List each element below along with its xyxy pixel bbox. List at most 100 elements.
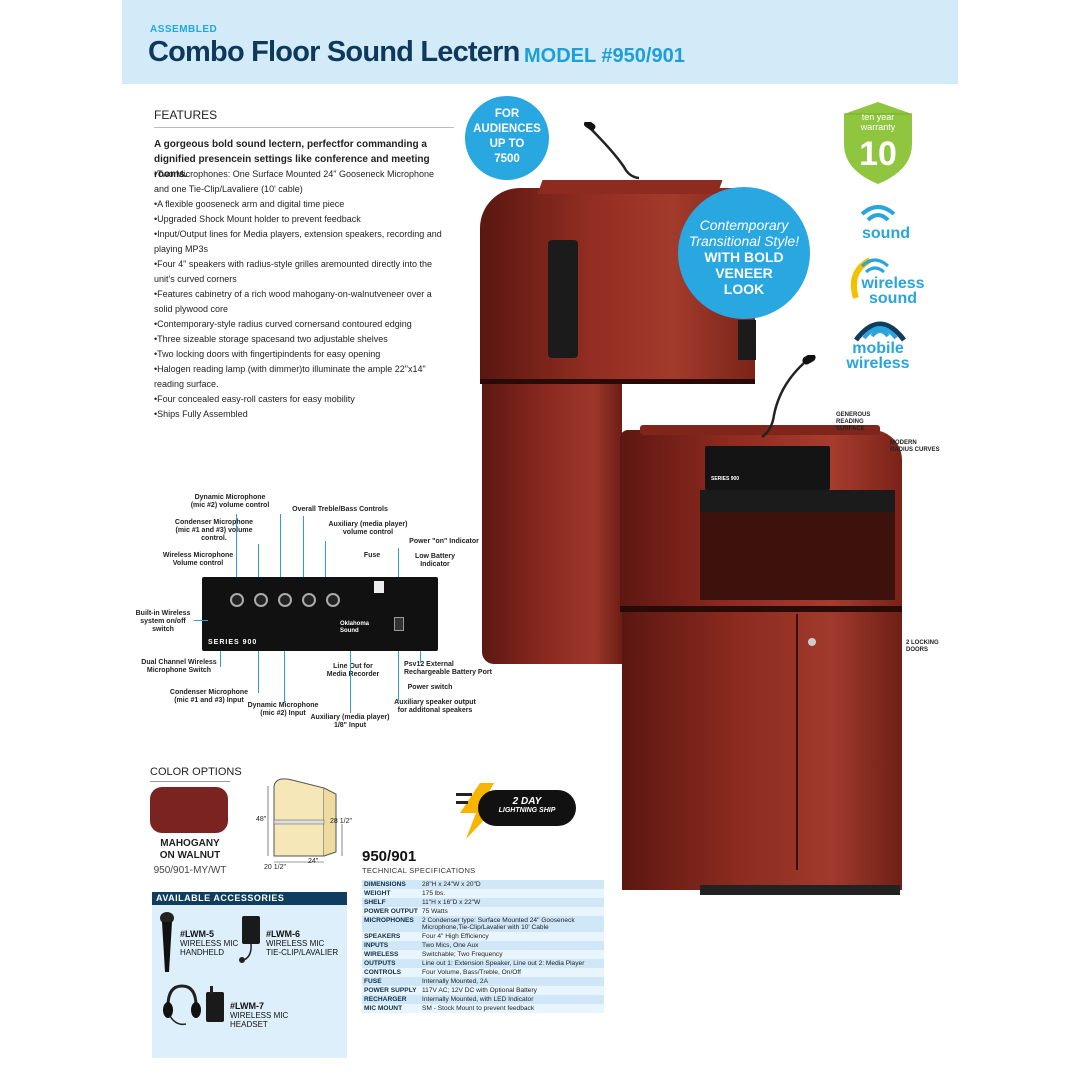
callout-dyn-vol: Dynamic Microphone(mic #2) volume contro…	[190, 494, 270, 509]
feature-item: A flexible gooseneck arm and digital tim…	[154, 197, 444, 212]
wireless-volume-knob	[230, 593, 244, 607]
lectern-front-base	[622, 612, 902, 890]
control-panel-diagram: Oklahoma Sound SERIES 900	[202, 577, 438, 651]
style-badge: Contemporary Transitional Style! WITH BO…	[678, 187, 810, 319]
gooseneck-mic-icon	[583, 120, 644, 182]
dimension-diagram	[267, 778, 343, 863]
model-number: MODEL #950/901	[524, 45, 685, 67]
feature-item: Three sizeable storage spacesand two adj…	[154, 332, 444, 347]
color-options-divider	[150, 781, 230, 782]
callout-low-battery: Low Battery Indicator	[414, 553, 456, 568]
lavalier-transmitter-icon	[239, 916, 260, 963]
callout-cond-vol: Condenser Microphone(mic #1 and #3) volu…	[174, 519, 254, 542]
accessory-lwm6[interactable]: #LWM-6 WIRELESS MIC TIE-CLIP/LAVALIER	[266, 929, 339, 958]
brand-logo: Oklahoma Sound	[340, 621, 370, 634]
leader-line	[398, 548, 399, 577]
lectern-tall-top-surface	[537, 180, 723, 194]
cabinet-door	[702, 614, 798, 870]
shipping-badge: 2 DAY LIGHTNING SHIP	[478, 790, 576, 826]
feature-item: Contemporary-style radius curved corners…	[154, 317, 444, 332]
control-panel-mini: SERIES 900	[705, 446, 830, 490]
panel-series-label: SERIES 900	[208, 639, 258, 646]
accessory-lwm5[interactable]: #LWM-5 WIRELESS MIC HANDHELD	[180, 929, 239, 958]
lectern-front-surface	[640, 425, 880, 435]
shelf-board	[700, 490, 895, 512]
feature-item: Two locking doors with fingertipindents …	[154, 347, 444, 362]
page-title: Combo Floor Sound Lectern	[148, 36, 520, 68]
mobile-wireless-icon	[854, 321, 906, 342]
condenser-volume-knob	[254, 593, 268, 607]
lectern-tall-divider	[480, 379, 755, 384]
swatch-code: 950/901-MY/WT	[153, 865, 227, 876]
accessories-heading: AVAILABLE ACCESSORIES	[152, 892, 347, 905]
leader-line	[284, 651, 285, 703]
headset-icon	[163, 984, 201, 1026]
leader-line	[325, 541, 326, 577]
leader-line	[220, 651, 221, 667]
dim-width-24: 24"	[308, 858, 319, 865]
callout-power-indicator: Power "on" Indicator	[409, 538, 479, 545]
speaker-grille	[548, 240, 578, 358]
warranty-years: 10	[859, 135, 897, 173]
leader-line	[194, 620, 208, 621]
features-divider	[154, 127, 454, 128]
sound-label: sound	[862, 225, 910, 242]
color-swatch-mahogany[interactable]	[150, 787, 228, 833]
assembled-label: ASSEMBLED	[150, 24, 218, 35]
feature-item: Four concealed easy-roll casters for eas…	[154, 392, 444, 407]
leader-line	[280, 514, 281, 577]
accessory-lwm7[interactable]: #LWM-7 WIRELESS MIC HEADSET	[230, 1001, 289, 1030]
feature-item: Halogen reading lamp (with dimmer)to ill…	[154, 362, 444, 392]
spec-title: 950/901	[362, 848, 417, 865]
callout-aux-input: Auxiliary (media player)1/8" Input	[310, 714, 390, 729]
spec-subtitle: TECHNICAL SPECIFICATIONS	[362, 866, 476, 875]
treble-bass-knob	[302, 593, 316, 607]
wifi-icon	[860, 205, 896, 222]
feature-item: Upgraded Shock Mount holder to prevent f…	[154, 212, 444, 227]
power-switch	[394, 617, 404, 631]
feature-item: Input/Output lines for Media players, ex…	[154, 227, 444, 257]
speaker-grille	[738, 320, 756, 360]
feature-item: Ships Fully Assembled	[154, 407, 444, 422]
callout-dyn-input: Dynamic Microphone(mic #2) Input	[247, 702, 319, 717]
leader-line	[350, 651, 351, 713]
panel-mini-label: SERIES 900	[711, 476, 740, 482]
lectern-shelf-opening	[700, 510, 895, 600]
leader-line	[258, 544, 259, 577]
feature-item: Features cabinetry of a rich wood mahoga…	[154, 287, 444, 317]
fuse-icon	[374, 581, 384, 593]
aux-volume-knob	[326, 593, 340, 607]
callout-fuse: Fuse	[363, 552, 381, 559]
leader-line	[303, 516, 304, 577]
gooseneck-mic-icon	[760, 353, 820, 440]
features-heading: FEATURES	[154, 108, 218, 122]
door-lock-icon	[808, 638, 816, 646]
dim-depth-20: 20 1/2"	[264, 864, 286, 871]
header-band	[122, 0, 958, 84]
bodypack-transmitter-icon	[206, 986, 224, 1022]
leader-line	[236, 514, 237, 577]
dynamic-volume-knob	[278, 593, 292, 607]
leader-line	[258, 651, 259, 693]
color-options-heading: COLOR OPTIONS	[150, 766, 242, 778]
warranty-text: ten year warranty	[860, 112, 896, 132]
